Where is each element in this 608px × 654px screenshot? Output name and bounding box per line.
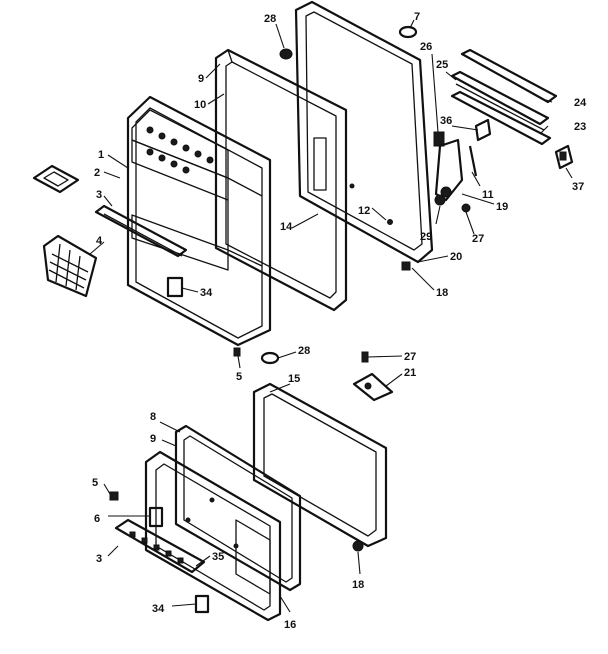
callout-34-upper: 34	[200, 287, 213, 299]
part-28-upper-plug	[279, 48, 293, 60]
part-4-grille	[42, 234, 98, 298]
part-16-lower-door-liner	[144, 450, 282, 622]
part-36-clip	[474, 118, 492, 142]
callout-37: 37	[572, 181, 584, 193]
part-37-end-cap	[554, 144, 574, 170]
callout-5-lower: 5	[92, 477, 98, 489]
callout-5-upper: 5	[236, 371, 242, 383]
callout-35: 35	[212, 551, 224, 563]
callout-15: 15	[288, 373, 300, 385]
part-27-upper-screw	[461, 203, 471, 213]
callout-7: 7	[414, 11, 420, 23]
callout-1: 1	[98, 149, 104, 161]
part-7-cap	[398, 25, 418, 39]
callout-3-lower: 3	[96, 553, 102, 565]
callout-29: 29	[420, 231, 432, 243]
callout-14: 14	[280, 221, 293, 233]
part-14-upper-door-panel	[294, 0, 434, 264]
part-11-handle-rod	[468, 145, 478, 177]
callout-34-lower: 34	[152, 603, 165, 615]
part-1-upper-door-liner	[126, 95, 272, 347]
callout-18-upper: 18	[436, 287, 448, 299]
callout-27-lower: 27	[404, 351, 416, 363]
part-25-trim-strip	[450, 70, 550, 131]
part-29-bushing	[434, 194, 446, 206]
callout-12: 12	[358, 205, 370, 217]
callout-labels: 1 2 3 4 28 7 9 10 11 12 14 18 19 20 23 2…	[92, 11, 587, 631]
part-21-lower-hinge	[352, 372, 394, 402]
callout-24: 24	[574, 97, 587, 109]
leader-lines	[89, 19, 573, 613]
callout-18-lower: 18	[352, 579, 364, 591]
part-8-lower-gasket	[174, 424, 302, 592]
part-3-lower-rail	[114, 518, 206, 574]
callout-4: 4	[96, 235, 103, 247]
part-26-hinge-pin	[433, 131, 445, 147]
callout-6: 6	[94, 513, 100, 525]
callout-3-upper: 3	[96, 189, 102, 201]
part-2-bracket	[32, 164, 80, 194]
part-24-trim-strip	[460, 48, 558, 104]
callout-23: 23	[574, 121, 586, 133]
part-27-lower-screw	[361, 351, 369, 363]
callout-21: 21	[404, 367, 416, 379]
callout-2: 2	[94, 167, 100, 179]
callout-26: 26	[420, 41, 432, 53]
callout-10: 10	[194, 99, 206, 111]
part-10-upper-gasket	[214, 48, 348, 312]
callout-27-upper: 27	[472, 233, 484, 245]
part-28-lower-plug	[260, 351, 280, 365]
part-34-lower-clip	[194, 594, 210, 614]
callout-36: 36	[440, 115, 452, 127]
callout-28-lower: 28	[298, 345, 310, 357]
callout-9-upper: 9	[198, 73, 204, 85]
part-19-hinge	[434, 138, 464, 202]
part-5-upper-screw	[233, 347, 241, 357]
callout-16: 16	[284, 619, 296, 631]
part-15-lower-door-panel	[252, 382, 388, 548]
part-20-bottom-hinge	[401, 261, 411, 271]
part-3-upper-rail	[94, 204, 188, 258]
part-18-lower-plug	[352, 540, 364, 552]
callout-19: 19	[496, 201, 508, 213]
callout-25: 25	[436, 59, 448, 71]
callout-11: 11	[482, 189, 494, 201]
part-23-trim-strip	[450, 90, 552, 146]
callout-20: 20	[450, 251, 462, 263]
callout-28-upper: 28	[264, 13, 276, 25]
callout-8: 8	[150, 411, 156, 423]
part-5-lower-screw	[109, 491, 119, 501]
callout-9-lower: 9	[150, 433, 156, 445]
part-6-lower-bracket	[148, 506, 164, 528]
